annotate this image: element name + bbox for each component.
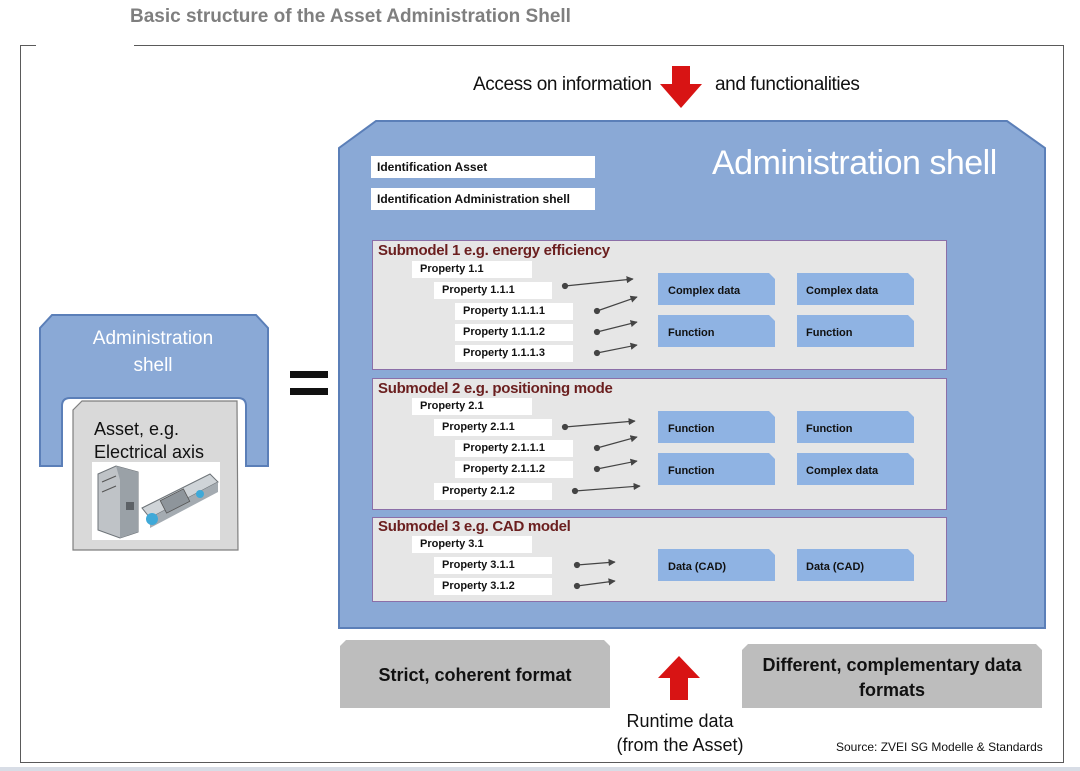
small-shell-label: Administration shell xyxy=(40,325,266,379)
property-2-1-1-1: Property 2.1.1.1 xyxy=(455,440,573,457)
submodel-1-title: Submodel 1 e.g. energy efficiency xyxy=(378,242,610,259)
bottom-strip xyxy=(0,767,1080,771)
tile-complex-data: Complex data xyxy=(806,285,879,297)
property-2-1: Property 2.1 xyxy=(412,398,532,415)
tile-function: Function xyxy=(806,327,853,339)
property-2-1-2: Property 2.1.2 xyxy=(434,483,552,500)
access-functionalities-label: and functionalities xyxy=(715,74,860,95)
small-shell-label-line2: shell xyxy=(133,355,173,376)
small-shell-shape xyxy=(39,314,269,467)
tile-complex-data: Complex data xyxy=(806,465,879,477)
property-3-1-1: Property 3.1.1 xyxy=(434,557,552,574)
different-formats-label: Different, complementary data formats xyxy=(762,655,1022,700)
submodel-2-title: Submodel 2 e.g. positioning mode xyxy=(378,380,613,397)
equals-bar-top xyxy=(290,371,328,378)
strict-format-shape xyxy=(340,640,610,708)
runtime-data-label: Runtime data (from the Asset) xyxy=(605,709,755,757)
property-1-1-1: Property 1.1.1 xyxy=(434,282,552,299)
runtime-line2: (from the Asset) xyxy=(616,735,744,755)
page-title: Basic structure of the Asset Administrat… xyxy=(130,6,571,27)
equals-bar-bottom xyxy=(290,388,328,395)
tile-function: Function xyxy=(668,423,715,435)
asset-label-line2: Electrical axis xyxy=(94,442,205,462)
tile-data-cad: Data (CAD) xyxy=(668,561,727,573)
tile-function: Function xyxy=(806,423,853,435)
up-arrow-icon xyxy=(658,656,700,700)
source-note: Source: ZVEI SG Modelle & Standards xyxy=(836,740,1043,754)
electrical-axis-image xyxy=(92,462,220,540)
tile-complex-data: Complex data xyxy=(668,285,741,297)
runtime-line1: Runtime data xyxy=(626,711,734,731)
asset-label-line1: Asset, e.g. xyxy=(94,419,180,439)
tile-data-cad: Data (CAD) xyxy=(806,561,865,573)
tile-function: Function xyxy=(668,327,715,339)
equals-sign xyxy=(290,368,330,398)
different-formats-shape xyxy=(742,644,1042,708)
identification-asset-box: Identification Asset xyxy=(371,156,595,178)
down-arrow-icon xyxy=(660,66,702,108)
property-3-1-2: Property 3.1.2 xyxy=(434,578,552,595)
property-2-1-1: Property 2.1.1 xyxy=(434,419,552,436)
diagram-frame xyxy=(20,45,1064,763)
property-1-1-1-3: Property 1.1.1.3 xyxy=(455,345,573,362)
strict-format-label: Strict, coherent format xyxy=(378,665,572,685)
tile-function: Function xyxy=(668,465,715,477)
property-2-1-1-2: Property 2.1.1.2 xyxy=(455,461,573,478)
frame-gap xyxy=(36,40,134,52)
administration-shell-title: Administration shell xyxy=(712,144,997,182)
property-1-1-1-2: Property 1.1.1.2 xyxy=(455,324,573,341)
property-3-1: Property 3.1 xyxy=(412,536,532,553)
identification-shell-box: Identification Administration shell xyxy=(371,188,595,210)
asset-label: Asset, e.g. Electrical axis xyxy=(94,418,204,464)
property-1-1-1-1: Property 1.1.1.1 xyxy=(455,303,573,320)
access-information-label: Access on information xyxy=(473,74,652,95)
small-shell-label-line1: Administration xyxy=(92,328,214,349)
submodel-3-title: Submodel 3 e.g. CAD model xyxy=(378,518,571,535)
property-1-1: Property 1.1 xyxy=(412,261,532,278)
